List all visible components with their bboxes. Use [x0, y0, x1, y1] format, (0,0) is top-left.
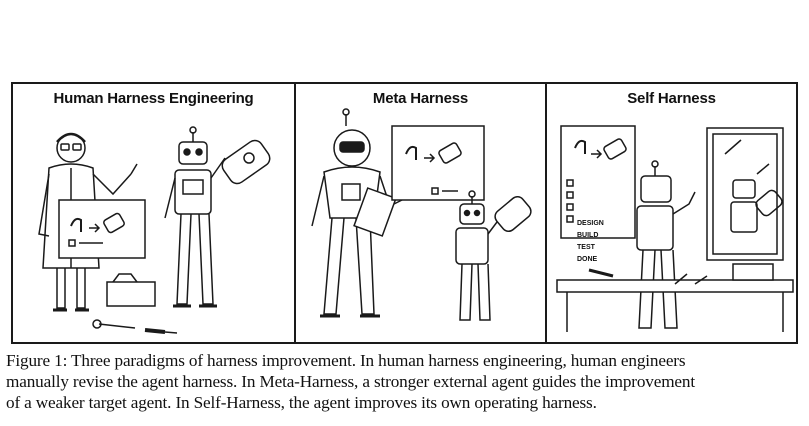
figure-illustration: Human Harness Engineering [11, 82, 798, 344]
panel-self-harness: Self Harness [545, 84, 796, 342]
robot-icon [455, 190, 501, 321]
toolbox-icon [106, 273, 156, 307]
checklist-item: DONE [577, 256, 598, 263]
robot-arm-icon [221, 139, 271, 185]
caption-line: manually revise the agent harness. In Me… [6, 372, 695, 391]
panel-title: Human Harness Engineering [53, 90, 254, 107]
checklist-item: DESIGN [577, 220, 604, 227]
board-icon [391, 125, 485, 201]
board-icon [58, 199, 146, 259]
figure-caption: Figure 1: Three paradigms of harness imp… [6, 350, 806, 413]
panel-human-harness-engineering: Human Harness Engineering [13, 84, 294, 342]
poster-icon [560, 125, 636, 239]
caption-line: of a weaker target agent. In Self-Harnes… [6, 393, 597, 412]
wrench-icon [92, 319, 136, 329]
panel-meta-harness: Meta Harness [294, 84, 545, 342]
checklist-item: TEST [577, 244, 595, 251]
table-icon [556, 263, 794, 332]
panel-title: Self Harness [627, 90, 716, 107]
checklist-item: BUILD [577, 232, 599, 239]
panel-title: Meta Harness [372, 90, 469, 107]
caption-line: Figure 1: Three paradigms of harness imp… [6, 351, 686, 370]
mirror-icon [706, 127, 784, 261]
robot-arm-icon [494, 195, 532, 233]
robot-icon [636, 160, 696, 329]
screwdriver-icon [144, 328, 178, 334]
robot-icon [164, 126, 226, 308]
clipboard-icon [353, 187, 397, 237]
